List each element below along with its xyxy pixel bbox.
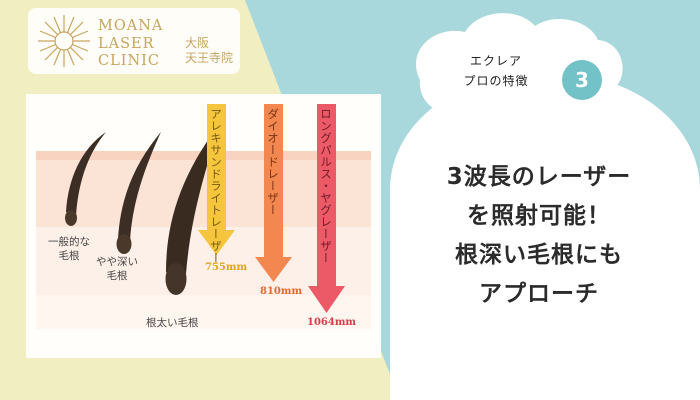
logo-location: 大阪 天王寺院: [185, 36, 233, 66]
headline-line: アプローチ: [479, 281, 599, 307]
badge-line: エクレア: [469, 54, 522, 68]
badge-cloud: [416, 13, 623, 131]
headline: 3波長のレーザー を照射可能！ 根深い毛根にも アプローチ: [400, 158, 678, 314]
hair-root-deep: [116, 234, 132, 254]
hair-label-deep: やや深い 毛根: [96, 255, 138, 283]
wavelength-810: 810mm: [260, 286, 303, 297]
skin-deep-layer: [36, 295, 371, 329]
hair-label-normal: 一般的な 毛根: [48, 235, 90, 263]
feature-number-badge: 3: [562, 60, 602, 100]
logo-name-line: LASER: [98, 35, 155, 52]
laser-name-diode: ダイオードレーザー: [266, 108, 280, 216]
hair-label-line: 毛根: [106, 270, 128, 282]
headline-line: を照射可能！: [467, 203, 611, 229]
wavelength-755: 755mm: [205, 262, 248, 273]
hair-root-thick: [165, 263, 187, 295]
skin-subcutis-layer: [36, 227, 371, 295]
arch-card: [390, 72, 700, 400]
headline-line: 3波長のレーザー: [446, 164, 632, 190]
logo-name-line: CLINIC: [98, 53, 160, 69]
feature-badge-label: エクレア プロの特徴: [440, 51, 552, 91]
hair-normal: [66, 132, 106, 216]
hair-label-line: 根太い毛根: [146, 317, 199, 329]
headline-line: 根深い毛根にも: [455, 242, 623, 268]
logo-location-line: 天王寺院: [185, 51, 234, 65]
arrow-755: [198, 104, 235, 255]
clinic-logo: MOANA LASER CLINIC 大阪 天王寺院: [28, 8, 240, 74]
logo-name-line: MOANA: [98, 18, 164, 34]
logo-location-line: 大阪: [185, 36, 210, 50]
laser-name-yag: ロングパルス・ヤグレーザー: [319, 108, 333, 264]
laser-name-alexandrite: アレキサンドライトレーザー: [209, 108, 223, 264]
laser-depth-diagram: アレキサンドライトレーザー ダイオードレーザー ロングパルス・ヤグレーザー 75…: [26, 94, 381, 358]
hair-label-thick: 根太い毛根: [146, 316, 199, 330]
hair-label-line: やや深い: [96, 256, 138, 268]
arrow-810: [255, 104, 292, 282]
skin-and-arrows-illustration: [36, 104, 371, 329]
wavelength-1064: 1064mm: [307, 317, 356, 328]
badge-line: プロの特徴: [463, 74, 529, 88]
logo-sun-icon: [38, 15, 90, 67]
hair-root-normal: [65, 210, 77, 226]
hair-label-line: 毛根: [58, 250, 80, 262]
logo-name: MOANA LASER CLINIC: [98, 18, 163, 71]
hair-deep: [118, 132, 161, 242]
arrow-1064: [308, 104, 345, 313]
hair-label-line: 一般的な: [48, 236, 90, 248]
